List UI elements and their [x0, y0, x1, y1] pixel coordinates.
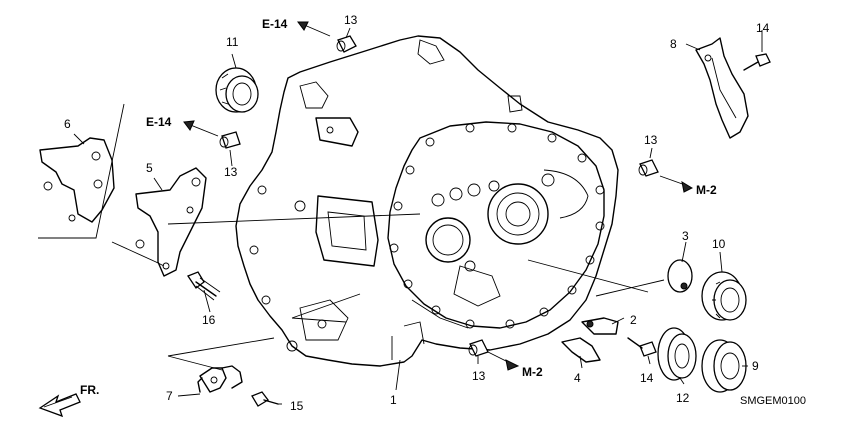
front-indicator-label: FR.	[80, 383, 99, 397]
callout-11: 11	[226, 35, 239, 49]
bracket-6[interactable]	[39, 137, 115, 223]
callout-16: 16	[202, 313, 216, 327]
bearing-10[interactable]	[701, 271, 747, 321]
ref-label-m2-bottom: M-2	[522, 365, 543, 379]
shim-3[interactable]	[667, 259, 693, 293]
clip-2[interactable]	[581, 317, 619, 335]
bracket-5[interactable]	[135, 167, 207, 277]
inset-box-line	[38, 103, 125, 239]
bolt-15[interactable]	[251, 391, 279, 407]
front-arrow-icon	[38, 393, 81, 418]
callout-13-top: 13	[344, 13, 358, 27]
clutch-housing[interactable]	[235, 35, 619, 367]
diagram-code: SMGEM0100	[740, 395, 806, 407]
bolt-14-top[interactable]	[743, 53, 771, 71]
sensor-7[interactable]	[197, 365, 243, 393]
callout-13-bottom: 13	[472, 369, 486, 383]
callout-2: 2	[630, 313, 637, 327]
callout-6: 6	[64, 117, 71, 131]
ref-label-e14-mid: E-14	[146, 115, 172, 129]
callout-4: 4	[574, 371, 581, 385]
oil-seal-12[interactable]	[657, 327, 697, 381]
callout-8: 8	[670, 37, 677, 51]
ref-arrow-e14-mid	[183, 120, 219, 137]
oil-seal-11[interactable]	[215, 67, 259, 113]
callout-7: 7	[166, 389, 173, 403]
dowel-pin-13-bottom[interactable]	[468, 339, 489, 357]
ref-arrow-m2-bottom	[487, 351, 520, 371]
ref-arrow-e14-top	[297, 21, 331, 37]
callout-12: 12	[676, 391, 690, 405]
ref-label-m2-right: M-2	[696, 183, 717, 197]
ref-arrow-m2-right	[659, 175, 694, 193]
bearing-9[interactable]	[701, 339, 747, 393]
dowel-pin-13-mid-left[interactable]	[219, 131, 241, 149]
callout-1: 1	[390, 393, 397, 407]
dowel-pin-13-top[interactable]	[336, 35, 357, 53]
plate-4[interactable]	[561, 337, 601, 363]
leader-lines	[73, 27, 763, 405]
dowel-pin-13-right[interactable]	[638, 159, 659, 177]
callout-10: 10	[712, 237, 726, 251]
callout-13-mid-left: 13	[224, 165, 238, 179]
callout-3: 3	[682, 229, 689, 243]
bolt-14-bottom[interactable]	[627, 337, 657, 357]
callout-15: 15	[290, 399, 304, 413]
ref-label-e14-top: E-14	[262, 17, 288, 31]
callout-9: 9	[752, 359, 759, 373]
bracket-8[interactable]	[695, 37, 749, 139]
bolt-16[interactable]	[187, 271, 221, 301]
callout-13-right: 13	[644, 133, 658, 147]
callout-5: 5	[146, 161, 153, 175]
callout-14-top: 14	[756, 21, 770, 35]
callout-14-bottom: 14	[640, 371, 654, 385]
